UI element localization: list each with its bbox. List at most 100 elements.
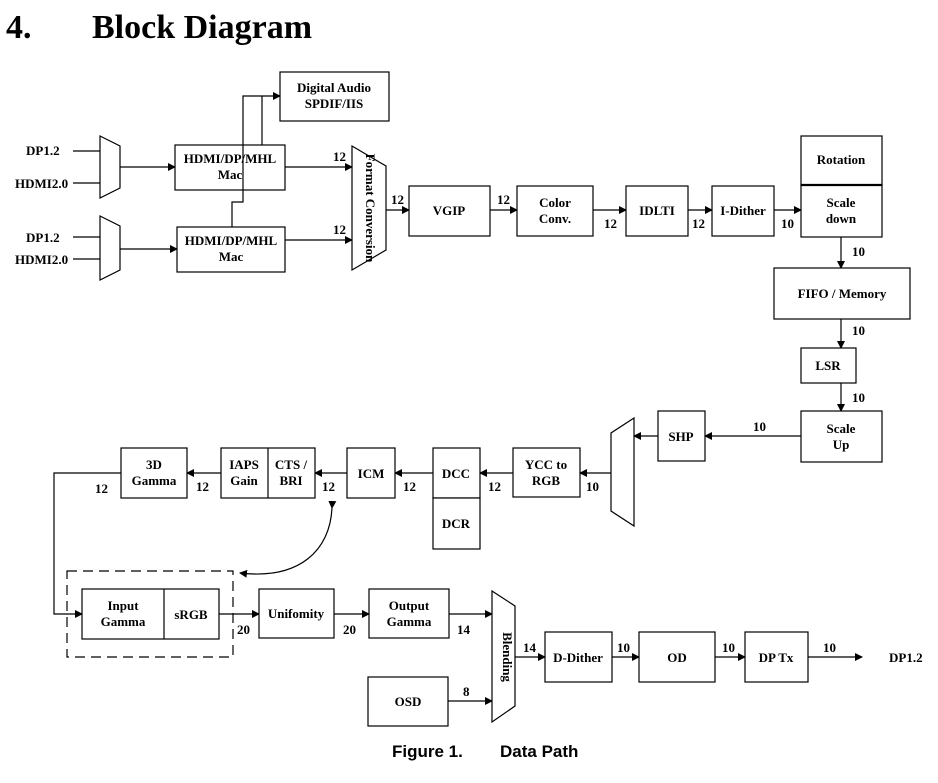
uniformity-block xyxy=(258,588,335,639)
shp-label: SHP xyxy=(668,429,693,444)
dp-tx-label: DP Tx xyxy=(759,650,794,665)
i-dither-block xyxy=(711,185,775,237)
d-dither-label: D-Dither xyxy=(553,650,603,665)
dcc-block xyxy=(432,447,481,499)
bw-gamma3d-out: 12 xyxy=(95,481,108,496)
bw-idlti-to-idither: 12 xyxy=(692,216,705,231)
bw-blending-to-ddither: 14 xyxy=(523,640,537,655)
digital-audio-line1: Digital Audio xyxy=(297,80,371,95)
scale-down-block xyxy=(800,184,883,238)
scale-down-line1: Scale xyxy=(827,195,856,210)
dcr-label: DCR xyxy=(442,516,471,531)
d-dither-block xyxy=(544,631,613,683)
input-label-dp-bottom: DP1.2 xyxy=(26,230,60,245)
hdmi-dp-mhl-mac-bottom xyxy=(176,226,286,273)
input-label-dp-top: DP1.2 xyxy=(26,143,60,158)
rotation-label: Rotation xyxy=(817,152,866,167)
osd-block xyxy=(367,676,449,727)
color-conv-line1: Color xyxy=(539,195,571,210)
bw-fifo-to-lsr: 10 xyxy=(852,323,865,338)
output-gamma-line1: Output xyxy=(389,598,430,613)
icm-label: ICM xyxy=(358,466,385,481)
color-conv-line2: Conv. xyxy=(539,211,571,226)
bw-od-to-dptx: 10 xyxy=(722,640,735,655)
bw-mac-top-to-fc: 12 xyxy=(333,149,346,164)
bw-osd-to-blending: 8 xyxy=(463,684,470,699)
color-conv-block xyxy=(516,185,594,237)
scale-down-line2: down xyxy=(826,211,857,226)
idlti-label: IDLTI xyxy=(639,203,675,218)
iaps-gain-line2: Gain xyxy=(230,473,258,488)
section-number: 4. xyxy=(6,9,32,46)
bw-ycc-to-dcc: 12 xyxy=(488,479,501,494)
bw-scaleup-to-shp: 10 xyxy=(753,419,766,434)
fifo-memory-label: FIFO / Memory xyxy=(798,286,887,301)
hdmi-dp-mhl-mac-top xyxy=(174,144,286,191)
od-label: OD xyxy=(667,650,687,665)
digital-audio-line2: SPDIF/IIS xyxy=(305,96,364,111)
output-label-dp: DP1.2 xyxy=(889,650,923,665)
mac-top-line2: Mac xyxy=(218,167,243,182)
vgip-label: VGIP xyxy=(433,203,466,218)
ycc-to-rgb-line2: RGB xyxy=(532,473,561,488)
figure-number: Figure 1. xyxy=(392,742,463,761)
feedback-curve-arrow xyxy=(239,500,337,578)
bw-lsr-to-scaleup: 10 xyxy=(852,390,865,405)
bw-mux-to-ycc: 10 xyxy=(586,479,599,494)
figure-title: Data Path xyxy=(500,742,578,761)
lsr-label: LSR xyxy=(815,358,841,373)
input-mux-top xyxy=(99,135,121,199)
bw-vgip-to-color: 12 xyxy=(497,192,510,207)
format-conversion-mux xyxy=(351,144,387,272)
idlti-block xyxy=(625,185,689,237)
osd-label: OSD xyxy=(395,694,422,709)
uniformity-label: Unifomity xyxy=(268,606,325,621)
gamma-3d-line1: 3D xyxy=(146,457,162,472)
bw-dcc-to-icm: 12 xyxy=(403,479,416,494)
format-conversion-label: Format Conversion xyxy=(363,154,378,263)
bw-outgamma-to-blending: 14 xyxy=(457,622,471,637)
digital-audio-block xyxy=(279,71,390,122)
bw-mac-bottom-to-fc: 12 xyxy=(333,222,346,237)
mac-bottom-line2: Mac xyxy=(219,249,244,264)
iaps-gain-line1: IAPS xyxy=(229,457,259,472)
blending-mux xyxy=(491,589,516,724)
bw-ddither-to-od: 10 xyxy=(617,640,630,655)
bw-scaledown-to-fifo: 10 xyxy=(852,244,865,259)
dp-tx-block xyxy=(744,631,809,683)
bw-dptx-out: 10 xyxy=(823,640,836,655)
bw-color-to-idlti: 12 xyxy=(604,216,617,231)
section-title: Block Diagram xyxy=(92,9,312,46)
vgip-block xyxy=(408,185,491,237)
bw-idither-to-scaledown: 10 xyxy=(781,216,794,231)
lsr-block xyxy=(800,347,857,384)
input-mux-bottom xyxy=(99,215,121,281)
bw-srgb-to-uniformity: 20 xyxy=(237,622,250,637)
ycc-to-rgb-line1: YCC to xyxy=(525,457,567,472)
cts-bri-line2: BRI xyxy=(279,473,302,488)
mac-bottom-line1: HDMI/DP/MHL xyxy=(185,233,278,248)
cts-bri-line1: CTS / xyxy=(275,457,308,472)
input-label-hdmi-top: HDMI2.0 xyxy=(15,176,68,191)
mac-top-line1: HDMI/DP/MHL xyxy=(184,151,277,166)
rotation-block xyxy=(800,135,883,186)
dcc-label: DCC xyxy=(442,466,470,481)
bw-icm-to-cts: 12 xyxy=(322,479,335,494)
blending-label: Blending xyxy=(500,632,515,682)
gamma-3d-line2: Gamma xyxy=(132,473,177,488)
input-gamma-srgb-block xyxy=(81,588,220,640)
od-block xyxy=(638,631,716,683)
output-gamma-line2: Gamma xyxy=(387,614,432,629)
input-gamma-line1: Input xyxy=(107,598,139,613)
bw-uniformity-to-outgamma: 20 xyxy=(343,622,356,637)
ycc-to-rgb-block xyxy=(512,447,581,498)
input-label-hdmi-bottom: HDMI2.0 xyxy=(15,252,68,267)
srgb-label: sRGB xyxy=(174,607,208,622)
i-dither-label: I-Dither xyxy=(720,203,766,218)
input-gamma-line2: Gamma xyxy=(101,614,146,629)
bw-iaps-to-gamma3d: 12 xyxy=(196,479,209,494)
middle-mux xyxy=(610,416,635,528)
fifo-memory-block xyxy=(773,267,911,320)
scale-up-line1: Scale xyxy=(827,421,856,436)
